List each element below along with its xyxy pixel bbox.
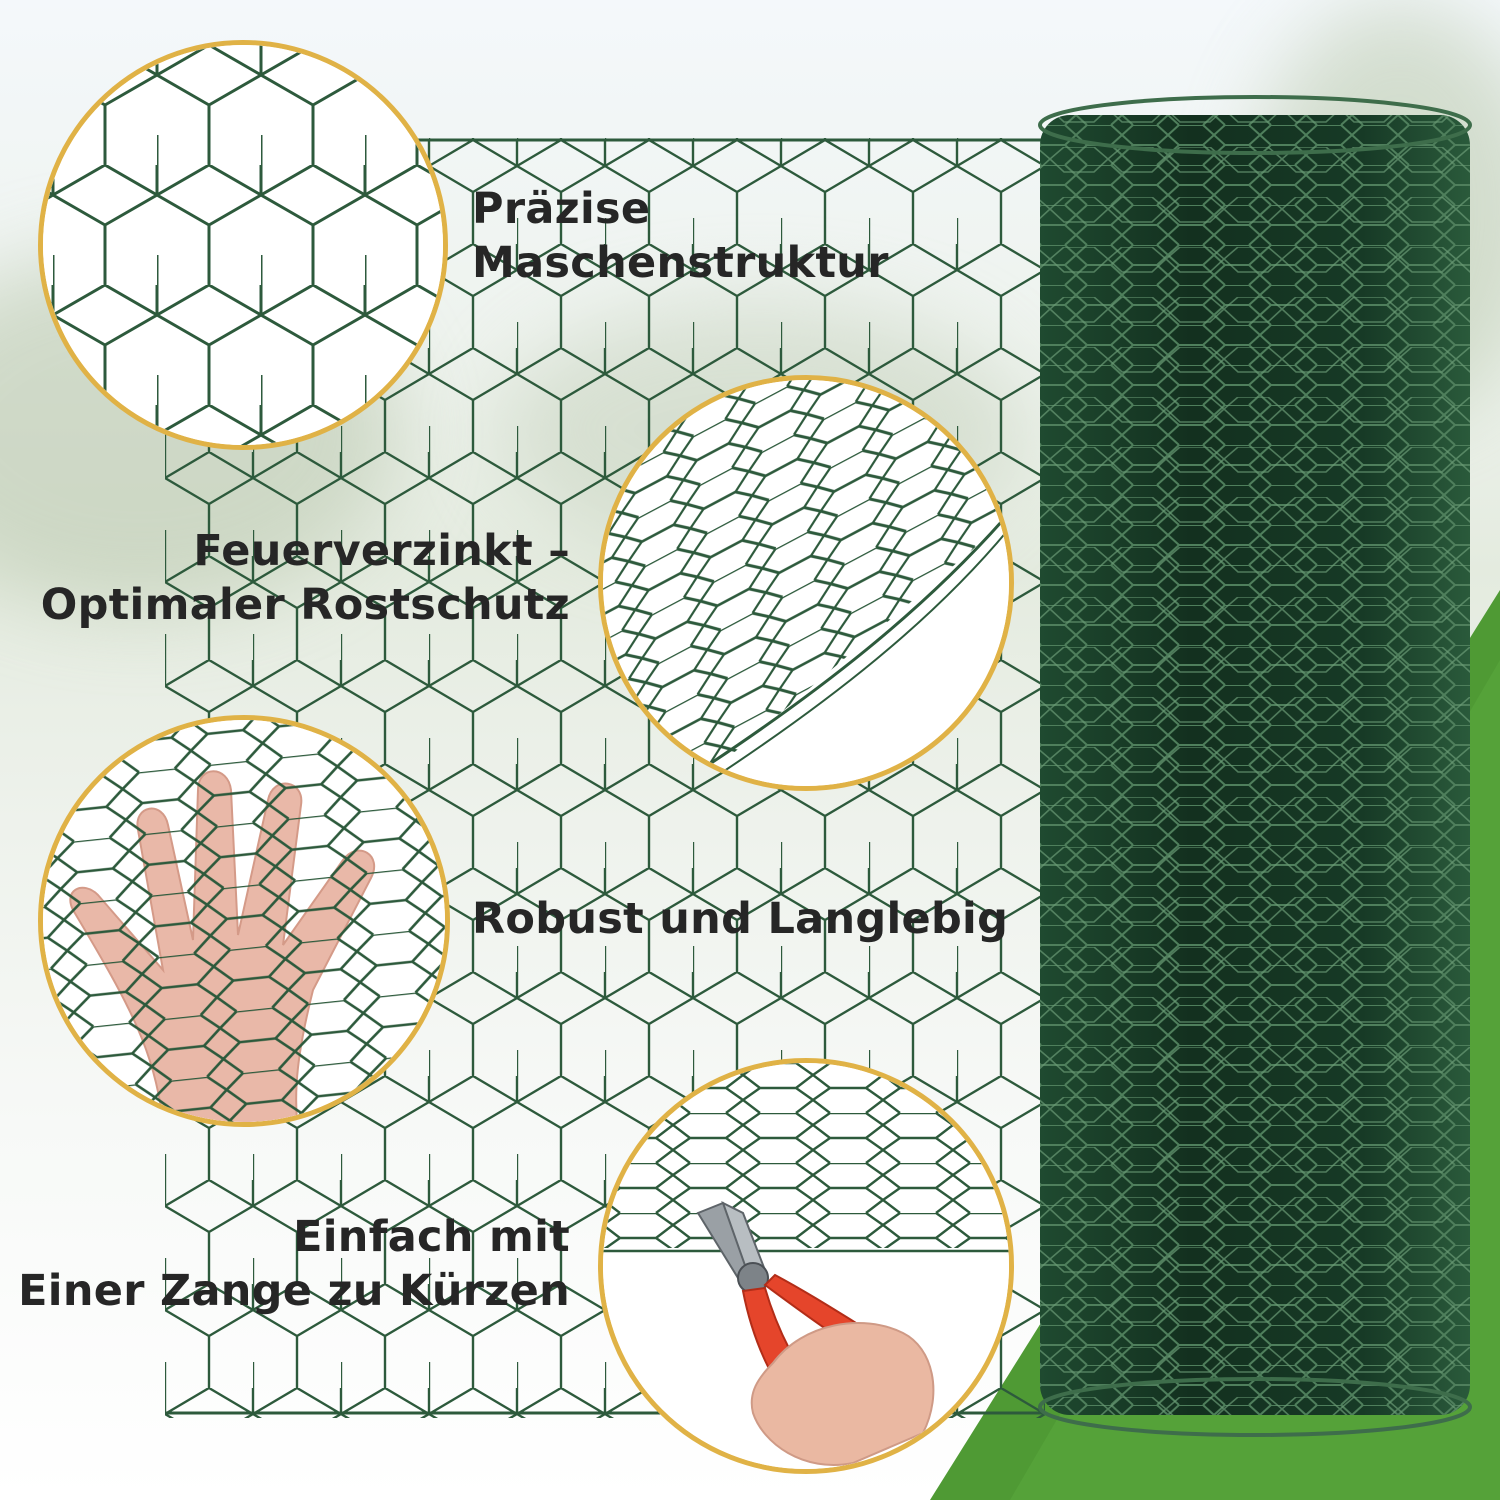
detail-circle-edge (598, 375, 1014, 791)
feature-4-line2: Einer Zange zu Kürzen (18, 1266, 570, 1316)
wire-roll (1030, 85, 1480, 1445)
feature-2-line2: Optimaler Rostschutz (40, 580, 570, 630)
holding-hand (750, 1322, 935, 1466)
feature-label-mesh-structure: Präzise Maschenstruktur (472, 182, 889, 290)
feature-2-line1: Feuerverzinkt – (193, 526, 570, 576)
feature-label-robust: Robust und Langlebig (472, 892, 1008, 946)
feature-3-line1: Robust und Langlebig (472, 894, 1009, 944)
detail-circle-hand (38, 715, 450, 1127)
feature-1-line2: Maschenstruktur (472, 238, 889, 288)
detail-circle-pliers (598, 1058, 1014, 1474)
feature-label-galvanized: Feuerverzinkt – Optimaler Rostschutz (41, 524, 570, 632)
feature-label-cut-with-pliers: Einfach mit Einer Zange zu Kürzen (18, 1210, 570, 1318)
detail-circle-mesh (38, 40, 448, 450)
feature-4-line1: Einfach mit (293, 1212, 570, 1262)
feature-1-line1: Präzise (472, 184, 651, 234)
